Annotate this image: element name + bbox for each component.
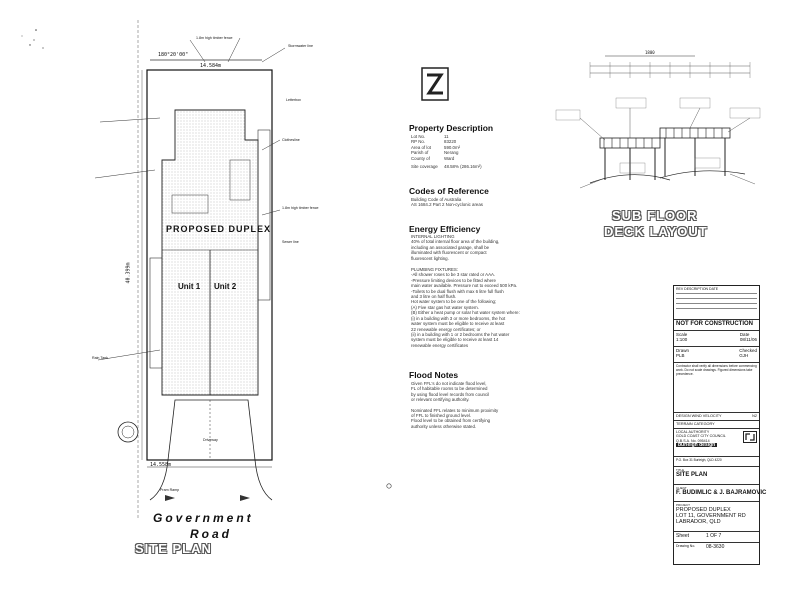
drawing-title: SITE PLAN bbox=[676, 472, 708, 478]
terrain-row: TERRAIN CATEGORY bbox=[674, 421, 759, 429]
drawing-number-row: Drawing No.08-3630 bbox=[676, 544, 725, 550]
annotation-sewer: Sewer line bbox=[282, 240, 299, 244]
client-block: CLIENT F. BUDIMLIC & J. BAJRAMOVIC bbox=[674, 485, 767, 502]
top-bearing-label: 180°20'00" bbox=[158, 52, 189, 58]
north-arrow-icon bbox=[421, 67, 449, 101]
site-plan-drawing bbox=[21, 20, 392, 520]
building-label: PROPOSED DUPLEX bbox=[166, 224, 272, 234]
energy-heading: Energy Efficiency bbox=[409, 224, 481, 234]
side-dimension-label: 40.399m bbox=[125, 262, 132, 284]
general-notes: Contractor shall verify all dimensions b… bbox=[674, 363, 759, 413]
authority-block: LOCAL AUTHORITY GOLD COAST CITY COUNCIL … bbox=[674, 429, 759, 457]
codes-text: Building Code of Australia AS 1684.2 Par… bbox=[411, 197, 483, 208]
flood-text: Given FFL's do not indicate flood level,… bbox=[411, 381, 499, 429]
site-plan-title: SITE PLAN bbox=[135, 541, 212, 556]
title-block: REV DESCRIPTION DATE NOT FOR CONSTRUCTIO… bbox=[673, 285, 767, 565]
annotation-clothesline: Clothesline bbox=[282, 138, 300, 142]
road-name-line-2: Road bbox=[190, 527, 232, 541]
firm-emblem-icon bbox=[743, 431, 757, 443]
subfloor-top-dimension: 1800 bbox=[645, 50, 655, 55]
subfloor-title-line-2: DECK LAYOUT bbox=[604, 224, 708, 239]
codes-heading: Codes of Reference bbox=[409, 186, 489, 196]
road-name-line-1: Government bbox=[153, 511, 254, 525]
drawing-title-block: TITLE SITE PLAN bbox=[674, 467, 759, 485]
property-row: Lot No.11 bbox=[411, 134, 449, 139]
subfloor-title-line-1: SUB FLOOR bbox=[612, 208, 698, 223]
annotation-rain-tank: Rain Tank bbox=[92, 356, 108, 360]
project-block: PROJECT PROPOSED DUPLEX LOT 11, GOVERNME… bbox=[674, 502, 759, 532]
subfloor-section-drawing bbox=[555, 55, 761, 189]
property-row: RP No.83220 bbox=[411, 139, 457, 145]
revision-table: REV DESCRIPTION DATE bbox=[674, 286, 759, 320]
bottom-dimension-label: 14.558m bbox=[150, 462, 172, 468]
not-for-construction-banner: NOT FOR CONSTRUCTION bbox=[674, 320, 759, 331]
annotation-stormwater: Stormwater line bbox=[288, 44, 313, 48]
unit-2-label: Unit 2 bbox=[214, 282, 237, 291]
annotation-fence-top: 1.8m high timber fence bbox=[196, 36, 233, 40]
flood-heading: Flood Notes bbox=[409, 370, 459, 380]
annotation-driveway: Driveway bbox=[203, 438, 218, 442]
energy-text: INTERNAL LIGHTING 40% of total internal … bbox=[411, 234, 520, 348]
property-heading: Property Description bbox=[409, 123, 494, 133]
annotation-letterbox: Letterbox bbox=[286, 98, 301, 102]
firm-logo: burleigh design bbox=[676, 441, 718, 448]
firm-address: P.O. Box 31 Burleigh, QLD 4220 bbox=[674, 457, 759, 467]
unit-1-label: Unit 1 bbox=[178, 282, 201, 291]
client-name: F. BUDIMLIC & J. BAJRAMOVIC bbox=[676, 490, 767, 496]
annotation-pram-ramp: Pram Ramp bbox=[160, 488, 180, 492]
top-dimension-label: 14.584m bbox=[200, 63, 222, 69]
annotation-fence-side: 1.8m high timber fence bbox=[282, 206, 319, 210]
